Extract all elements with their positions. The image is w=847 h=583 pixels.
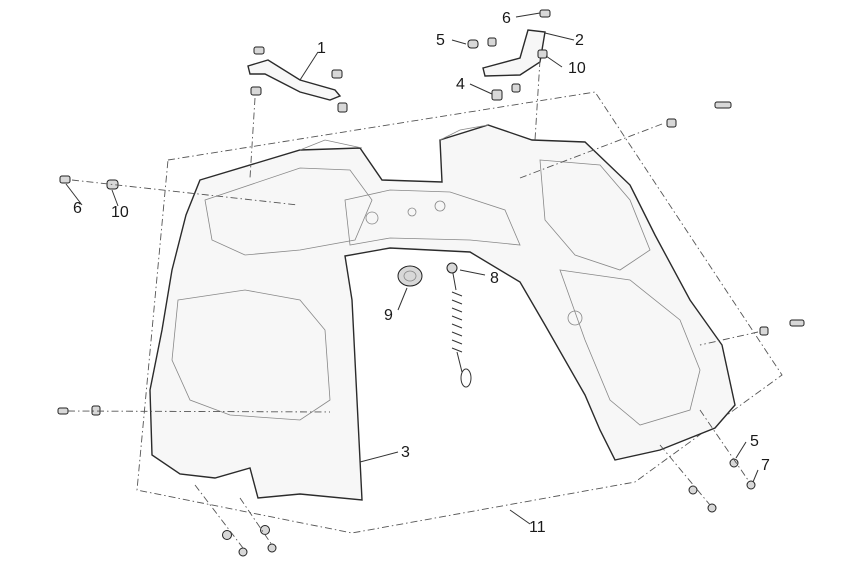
axis-line	[534, 59, 541, 141]
bolt-icon	[789, 319, 805, 327]
washer-icon	[260, 525, 270, 535]
leader-line	[515, 12, 541, 18]
panel-top-notch	[299, 124, 489, 151]
axis-line	[249, 97, 256, 179]
leader-line	[735, 441, 747, 459]
bolt-icon	[250, 86, 262, 96]
bolt-icon	[491, 89, 503, 101]
leader-line	[451, 39, 467, 45]
nut-icon	[746, 480, 756, 490]
bolt-icon	[337, 102, 348, 113]
panel-hole	[434, 200, 446, 212]
callout-8: 8	[490, 270, 499, 287]
washer-icon	[222, 530, 232, 540]
bolt-icon	[57, 407, 69, 415]
leader-line	[65, 183, 83, 206]
panel-relief-right-lower	[559, 269, 701, 426]
leader-line	[752, 469, 759, 483]
bolt-icon	[511, 83, 521, 93]
nut-icon	[91, 405, 101, 416]
axis-line	[699, 331, 759, 346]
nut-icon	[666, 118, 677, 128]
leader-line	[509, 509, 531, 525]
bracket-1	[247, 59, 342, 101]
callout-9: 9	[384, 307, 393, 324]
leader-line	[111, 189, 119, 207]
leader-line	[459, 269, 486, 276]
panel-hole	[365, 211, 379, 225]
nut-icon	[267, 543, 277, 553]
mud-guard-panel	[149, 124, 736, 501]
leader-line	[469, 83, 493, 95]
nut-icon	[467, 39, 479, 49]
callout-1: 1	[317, 40, 326, 57]
axis-line	[71, 179, 299, 206]
callout-11: 11	[529, 519, 546, 536]
callout-3: 3	[401, 444, 410, 461]
grommet-9-inner	[403, 270, 417, 282]
callout-5: 5	[436, 32, 445, 49]
bolt-icon	[59, 175, 71, 184]
nut-icon	[238, 547, 248, 557]
spring-loop	[460, 368, 472, 388]
bolt-icon	[537, 49, 548, 59]
axis-line	[239, 497, 273, 546]
bolt-icon	[253, 46, 265, 55]
grommet-9	[397, 265, 423, 287]
leader-line	[397, 287, 408, 311]
assembly-outline	[136, 91, 783, 534]
callout-6: 6	[73, 200, 82, 217]
callout-4: 4	[456, 76, 465, 93]
nut-icon	[707, 503, 717, 513]
callout-2: 2	[575, 32, 584, 49]
panel-relief-left-lower	[171, 289, 331, 421]
spring-hook	[446, 262, 458, 274]
leader-line	[545, 55, 563, 68]
panel-hole	[407, 207, 417, 217]
leader-line	[359, 451, 399, 463]
callout-10: 10	[568, 60, 586, 77]
nut-icon	[487, 37, 497, 47]
bolt-icon	[539, 9, 551, 18]
callout-7: 7	[761, 457, 770, 474]
nut-icon	[106, 179, 119, 190]
axis-line	[194, 484, 244, 549]
bolt-icon	[331, 69, 343, 79]
leader-line	[544, 32, 575, 41]
axis-line	[67, 410, 331, 413]
nut-icon	[759, 326, 769, 336]
axis-line	[519, 123, 663, 179]
callout-5: 5	[750, 433, 759, 450]
panel-hole	[567, 310, 583, 326]
callout-6: 6	[502, 10, 511, 27]
callout-10: 10	[111, 204, 129, 221]
panel-relief-left	[204, 167, 373, 256]
axis-line	[659, 444, 711, 506]
spring-8	[451, 267, 463, 373]
panel-relief-right	[539, 159, 651, 271]
bracket-2	[482, 29, 546, 77]
bolt-icon	[714, 101, 732, 109]
washer-icon	[688, 485, 698, 495]
leader-line	[299, 51, 319, 81]
panel-center-bridge	[344, 189, 521, 246]
